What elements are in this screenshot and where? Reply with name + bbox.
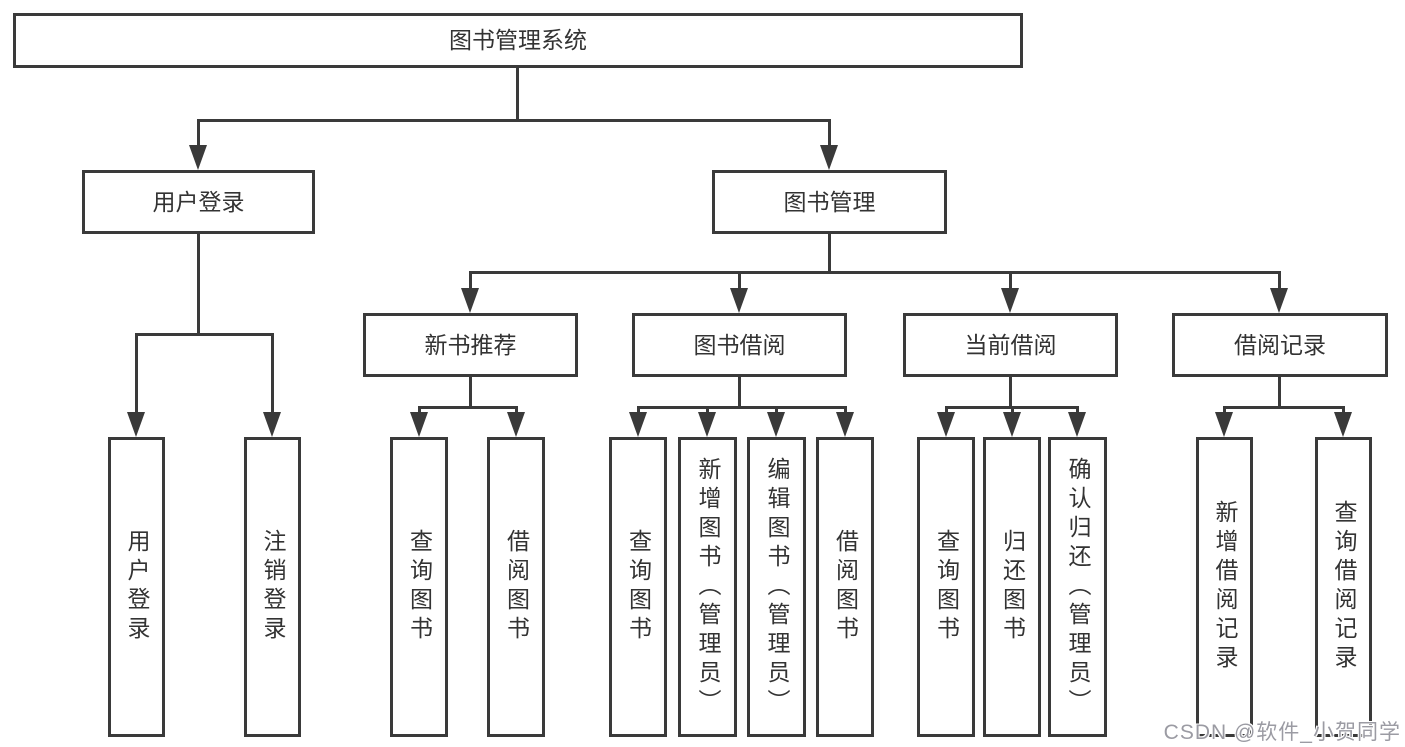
node-book-management: 图书管理	[712, 170, 947, 234]
node-label: 确认归还（管理员）	[1065, 456, 1091, 718]
leaf-confirm-return-admin: 确认归还（管理员）	[1048, 437, 1107, 737]
leaf-borrow-books-recommend: 借阅图书	[487, 437, 545, 737]
leaf-user-login: 用户登录	[108, 437, 165, 737]
connector-line	[135, 333, 274, 336]
node-label: 借阅图书	[832, 529, 859, 645]
connector-arrowhead	[1334, 412, 1352, 437]
connector-arrowhead	[836, 412, 854, 437]
connector-arrowhead	[820, 145, 838, 170]
node-library-management-system: 图书管理系统	[13, 13, 1023, 68]
connector-line	[738, 377, 741, 408]
connector-line	[706, 406, 709, 414]
connector-arrowhead	[629, 412, 647, 437]
connector-arrowhead	[507, 412, 525, 437]
connector-arrowhead	[1003, 412, 1021, 437]
node-label: 注销登录	[260, 529, 286, 645]
leaf-logout: 注销登录	[244, 437, 301, 737]
leaf-add-borrow-record: 新增借阅记录	[1196, 437, 1253, 737]
node-label: 编辑图书（管理员）	[764, 456, 790, 718]
node-label: 查询图书	[933, 529, 960, 645]
connector-line	[418, 406, 518, 409]
connector-line	[775, 406, 778, 414]
node-label: 借阅图书	[503, 529, 530, 645]
node-book-borrowing: 图书借阅	[632, 313, 847, 377]
connector-arrowhead	[767, 412, 785, 437]
leaf-borrow-books: 借阅图书	[816, 437, 874, 737]
connector-line	[1076, 406, 1079, 414]
connector-line	[637, 406, 847, 409]
node-label: 图书管理系统	[449, 27, 587, 54]
node-borrowing-records: 借阅记录	[1172, 313, 1388, 377]
connector-line	[1342, 406, 1345, 414]
connector-arrowhead	[1001, 288, 1019, 313]
node-current-borrowing: 当前借阅	[903, 313, 1118, 377]
connector-arrowhead	[127, 412, 145, 437]
node-label: 用户登录	[124, 529, 150, 645]
connector-line	[1223, 406, 1226, 414]
connector-line	[844, 406, 847, 414]
connector-arrowhead	[698, 412, 716, 437]
leaf-return-books: 归还图书	[983, 437, 1041, 737]
csdn-watermark: CSDN @软件_小贺同学	[1163, 721, 1401, 744]
connector-line	[197, 119, 831, 122]
connector-line	[1011, 406, 1014, 414]
node-label: 借阅记录	[1234, 331, 1326, 358]
connector-line	[1278, 271, 1281, 289]
connector-line	[828, 234, 831, 274]
connector-line	[271, 333, 274, 414]
node-label: 查询图书	[406, 529, 433, 645]
node-label: 查询图书	[625, 529, 652, 645]
connector-arrowhead	[410, 412, 428, 437]
node-label: 新增借阅记录	[1212, 500, 1238, 674]
node-label: 新书推荐	[424, 331, 517, 358]
connector-line	[1223, 406, 1345, 409]
connector-line	[418, 406, 421, 414]
node-label: 查询借阅记录	[1331, 500, 1357, 674]
connector-line	[515, 406, 518, 414]
connector-line	[135, 333, 138, 414]
leaf-add-books-admin: 新增图书（管理员）	[678, 437, 737, 737]
connector-arrowhead	[937, 412, 955, 437]
connector-line	[1278, 377, 1281, 408]
leaf-edit-books-admin: 编辑图书（管理员）	[747, 437, 806, 737]
node-label: 当前借阅	[964, 331, 1057, 358]
connector-arrowhead	[730, 288, 748, 313]
leaf-query-books-borrowing: 查询图书	[609, 437, 667, 737]
connector-line	[637, 406, 640, 414]
node-new-book-recommend: 新书推荐	[363, 313, 578, 377]
connector-line	[516, 68, 519, 120]
node-user-login: 用户登录	[82, 170, 315, 234]
connector-line	[1009, 271, 1012, 289]
connector-line	[828, 119, 831, 147]
connector-line	[945, 406, 948, 414]
connector-line	[469, 271, 472, 289]
node-label: 图书管理	[783, 188, 876, 215]
connector-arrowhead	[263, 412, 281, 437]
connector-line	[469, 377, 472, 408]
connector-line	[738, 271, 741, 289]
leaf-query-books-recommend: 查询图书	[390, 437, 448, 737]
connector-arrowhead	[1270, 288, 1288, 313]
node-label: 用户登录	[152, 188, 245, 215]
connector-line	[197, 119, 200, 147]
node-label: 新增图书（管理员）	[695, 456, 721, 718]
connector-arrowhead	[189, 145, 207, 170]
leaf-query-borrow-record: 查询借阅记录	[1315, 437, 1372, 737]
node-label: 图书借阅	[693, 331, 786, 358]
leaf-query-books-current: 查询图书	[917, 437, 975, 737]
connector-line	[1009, 377, 1012, 408]
connector-arrowhead	[1068, 412, 1086, 437]
node-label: 归还图书	[999, 529, 1026, 645]
connector-line	[469, 271, 1281, 274]
connector-arrowhead	[1215, 412, 1233, 437]
connector-line	[197, 234, 200, 335]
connector-arrowhead	[461, 288, 479, 313]
